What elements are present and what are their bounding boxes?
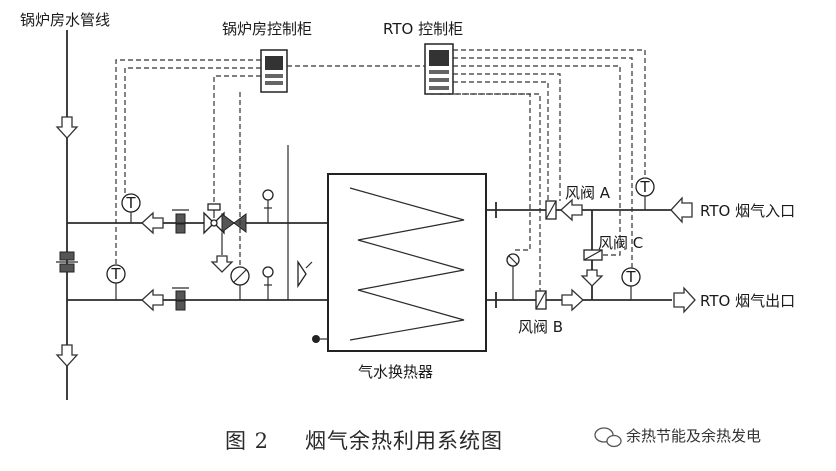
- main-line-valve-icon: [56, 251, 78, 273]
- figure-title: 烟气余热利用系统图: [305, 429, 503, 453]
- pressure-gauge-icon: [262, 266, 274, 300]
- pressure-sensor-icon: [506, 253, 520, 300]
- damper-c-label: 风阀 C: [598, 234, 643, 252]
- supply-valve-icon: [172, 209, 189, 234]
- temperature-sensor-icon: T: [106, 264, 126, 300]
- temperature-sensor-label: T: [110, 265, 121, 283]
- rto-cabinet-label: RTO 控制柜: [383, 20, 463, 38]
- pump-icon: [230, 266, 250, 300]
- flow-arrow-down-icon: [55, 116, 79, 139]
- damper-a-icon: [545, 200, 557, 220]
- damper-a-label: 风阀 A: [565, 184, 611, 202]
- flow-arrow-right-icon: [561, 288, 584, 312]
- figure-number: 图 2: [225, 429, 269, 453]
- damper-c-icon: [583, 249, 603, 261]
- flow-arrow-left-icon: [560, 198, 583, 222]
- flow-arrow-left-icon: [141, 211, 164, 235]
- control-wiring: [115, 49, 646, 291]
- temperature-sensor-icon: T: [635, 177, 655, 210]
- flow-arrow-down-icon: [210, 255, 234, 273]
- return-valve-icon: [172, 287, 189, 311]
- temperature-sensor-label: T: [639, 178, 650, 196]
- temperature-sensor-label: T: [125, 194, 136, 212]
- safety-valve-icon: [297, 259, 313, 289]
- temperature-sensor-icon: T: [121, 193, 141, 223]
- inlet-arrow-left-icon: [670, 196, 693, 224]
- boiler-control-cabinet-icon: [260, 49, 288, 93]
- temperature-sensor-icon: T: [621, 267, 641, 300]
- rto-control-cabinet-icon: [424, 43, 454, 95]
- drain-icon: [312, 335, 328, 343]
- heat-exchanger: [327, 173, 487, 352]
- rto-inlet-label: RTO 烟气入口: [700, 202, 795, 220]
- watermark-text: 余热节能及余热发电: [626, 427, 761, 445]
- wechat-icon: [594, 427, 622, 448]
- boiler-water-line-label: 锅炉房水管线: [20, 11, 110, 29]
- boiler-cabinet-label: 锅炉房控制柜: [222, 20, 312, 38]
- control-valve-icon: [203, 203, 225, 235]
- damper-b-label: 风阀 B: [518, 318, 563, 336]
- rto-outlet-label: RTO 烟气出口: [700, 292, 795, 310]
- flow-arrow-left-icon: [141, 288, 164, 312]
- outlet-arrow-right-icon: [673, 286, 696, 314]
- flow-arrow-down-icon: [580, 269, 604, 287]
- gate-valve-icon: [221, 213, 247, 233]
- temperature-sensor-label: T: [625, 268, 636, 286]
- heat-exchanger-label: 气水换热器: [358, 363, 433, 381]
- flow-arrow-down-icon: [55, 344, 79, 367]
- damper-b-icon: [535, 290, 547, 310]
- pressure-gauge-icon: [262, 189, 274, 223]
